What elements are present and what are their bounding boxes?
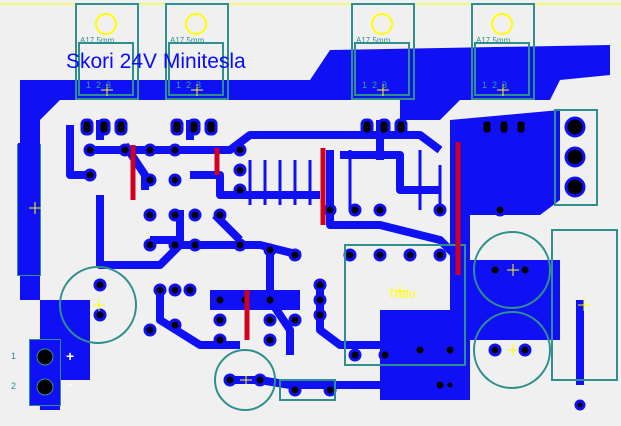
connector-pin1-label: 1 — [11, 351, 17, 361]
jumpers — [130, 142, 461, 340]
transistor-pin-numbers: 123 — [362, 80, 393, 90]
transistor-pin-numbers: 123 — [482, 80, 513, 90]
transistor-footprint-label: A17.5mm — [356, 36, 391, 45]
thin-traces — [248, 150, 442, 210]
transistor-footprint-label: A17.5mm — [170, 36, 205, 45]
silkscreen — [17, 3, 618, 411]
connector-pin2-label: 2 — [11, 381, 17, 391]
connector-plus-label: + — [66, 348, 75, 364]
transformer-label: Trafo — [388, 287, 416, 301]
transistor-pin-numbers: 123 — [176, 80, 207, 90]
centroid-markers — [29, 84, 590, 386]
transistor-pads — [80, 118, 528, 136]
transistor-footprint-label: A17.5mm — [476, 36, 511, 45]
terminal-blocks — [18, 116, 586, 405]
transistor-pin-numbers: 123 — [86, 80, 117, 90]
connector-minus-label: - — [68, 376, 73, 392]
transistor-footprint-label: A17.5mm — [80, 36, 115, 45]
board-title: Skori 24V Minitesla — [66, 50, 246, 73]
pads — [83, 143, 586, 411]
